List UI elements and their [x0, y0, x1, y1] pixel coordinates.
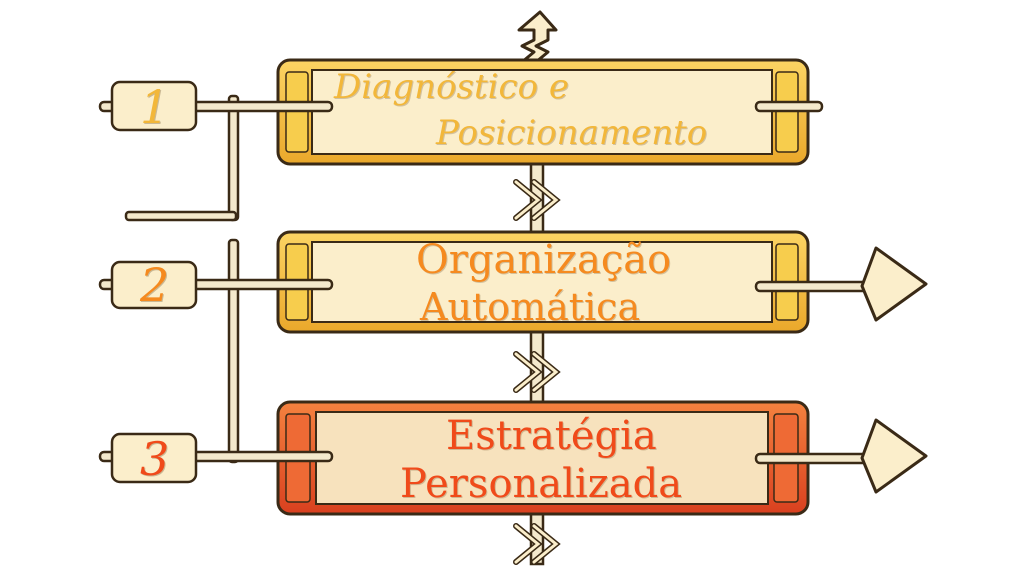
arrow-tip-icon: [860, 418, 928, 494]
step-2-title-line-1: Organização: [416, 237, 672, 283]
arrow-tip-icon: [860, 246, 928, 322]
number-tag-2: [110, 260, 198, 310]
step-1-title-line-1: Diagnóstico e: [334, 67, 569, 107]
step-1-title-line-2: Posicionamento: [436, 113, 708, 153]
step-number-3: 3: [140, 432, 170, 486]
number-tag-3: [110, 432, 198, 484]
step-number-1: 1: [140, 80, 170, 134]
flow-arrow-top: [517, 10, 558, 64]
flow-arrow-1-2: [513, 158, 561, 234]
flow-arrow-bottom: [513, 512, 561, 566]
number-tag-1: [110, 80, 198, 132]
step-box-1: [276, 58, 810, 166]
right-pins: [754, 100, 878, 465]
left-bracket-connectors: [124, 94, 240, 464]
step-2-title-line-2: Automática: [420, 285, 641, 329]
step-box-3: [276, 400, 810, 516]
step-3-title-line-1: Estratégia: [446, 413, 657, 459]
flow-arrow-2-3: [513, 330, 561, 404]
step-3-title-line-2: Personalizada: [400, 461, 683, 507]
step-number-2: 2: [140, 258, 170, 312]
step-box-2: [276, 230, 810, 334]
